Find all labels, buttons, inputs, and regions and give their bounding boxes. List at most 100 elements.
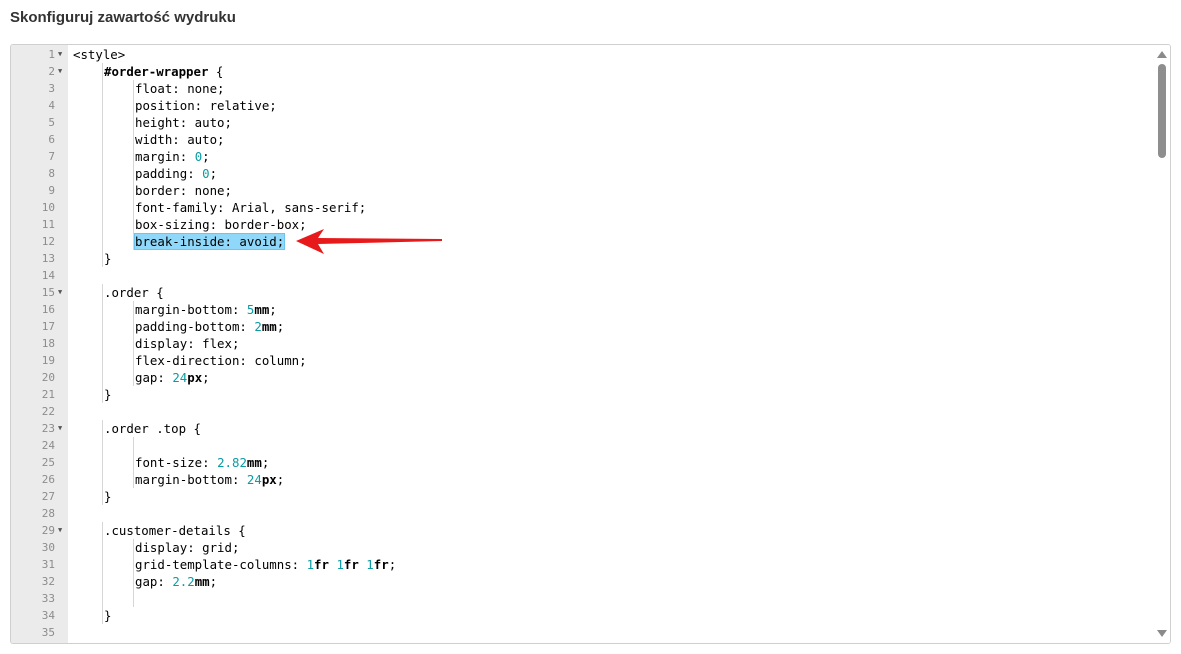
code-token: .customer-details { — [104, 523, 246, 538]
indent-guide — [133, 216, 134, 233]
code-line[interactable]: 26 margin-bottom: 24px; — [11, 471, 1151, 488]
line-number: 26 — [41, 473, 55, 486]
code-token: 24 — [172, 370, 188, 385]
code-text: margin-bottom: 24px; — [135, 471, 284, 488]
fold-toggle-icon[interactable]: ▼ — [58, 50, 63, 58]
code-text: padding-bottom: 2mm; — [135, 318, 284, 335]
indent-guide — [133, 165, 134, 182]
line-number: 12 — [41, 235, 55, 248]
indent-guide — [102, 284, 103, 301]
indent-guide — [102, 420, 103, 437]
code-line[interactable]: 24 — [11, 437, 1151, 454]
indent-guide — [102, 607, 103, 624]
code-line[interactable]: 27} — [11, 488, 1151, 505]
code-text: #order-wrapper { — [104, 63, 223, 80]
code-token: fr — [373, 557, 389, 572]
page-title: Skonfiguruj zawartość wydruku — [10, 9, 236, 26]
indent-guide — [133, 148, 134, 165]
code-token: display: grid; — [135, 540, 240, 555]
code-line[interactable]: 29▼ .customer-details { — [11, 522, 1151, 539]
code-text: } — [104, 607, 111, 624]
line-number: 3 — [48, 82, 55, 95]
code-text: flex-direction: column; — [135, 352, 307, 369]
code-token: 1 — [336, 557, 344, 572]
code-token: #order-wrapper — [104, 64, 209, 79]
vertical-scrollbar[interactable] — [1154, 45, 1170, 643]
line-number: 28 — [41, 507, 55, 520]
scrollbar-thumb[interactable] — [1158, 64, 1166, 158]
code-token: 2.82 — [217, 455, 247, 470]
code-token: font-family: Arial, sans-serif; — [135, 200, 367, 215]
code-line[interactable]: 22 — [11, 403, 1151, 420]
indent-guide — [102, 454, 103, 471]
fold-toggle-icon[interactable]: ▼ — [58, 67, 63, 75]
code-text: position: relative; — [135, 97, 277, 114]
red-annotation-arrow-icon — [296, 229, 442, 254]
code-text: gap: 2.2mm; — [135, 573, 217, 590]
fold-toggle-icon[interactable]: ▼ — [58, 288, 63, 296]
code-line[interactable]: 23▼.order .top { — [11, 420, 1151, 437]
line-number: 29 — [41, 524, 55, 537]
fold-toggle-icon[interactable]: ▼ — [58, 424, 63, 432]
indent-guide — [133, 437, 134, 454]
indent-guide — [102, 471, 103, 488]
code-token: font-size: — [135, 455, 218, 470]
code-text: } — [104, 488, 111, 505]
scroll-up-arrow-icon[interactable] — [1157, 51, 1167, 58]
code-line[interactable]: 1▼<style> — [11, 46, 1151, 63]
code-line[interactable]: 21} — [11, 386, 1151, 403]
code-line[interactable]: 35 — [11, 624, 1151, 641]
code-line[interactable]: 14 — [11, 267, 1151, 284]
line-number: 24 — [41, 439, 55, 452]
line-number: 11 — [41, 218, 55, 231]
code-text: height: auto; — [135, 114, 232, 131]
code-token: display: flex; — [135, 336, 240, 351]
indent-guide — [133, 301, 134, 318]
code-line[interactable]: 15▼.order { — [11, 284, 1151, 301]
indent-guide — [133, 131, 134, 148]
indent-guide — [102, 437, 103, 454]
line-number: 2 — [48, 65, 55, 78]
code-text: .order { — [104, 284, 164, 301]
code-line[interactable]: 13} — [11, 250, 1151, 267]
code-text: } — [104, 386, 111, 403]
code-token: 1 — [306, 557, 315, 572]
code-line[interactable]: 33 — [11, 590, 1151, 607]
code-text: display: flex; — [135, 335, 239, 352]
code-line[interactable]: 34} — [11, 607, 1151, 624]
line-number: 14 — [41, 269, 55, 282]
code-line[interactable]: 2▼ #order-wrapper { — [11, 63, 1151, 80]
code-token: .order { — [104, 285, 164, 300]
code-token: width: auto; — [135, 132, 225, 147]
scroll-down-arrow-icon[interactable] — [1157, 630, 1167, 637]
code-token: border: none; — [135, 183, 232, 198]
indent-guide — [133, 318, 134, 335]
indent-guide — [133, 352, 134, 369]
code-token: 24 — [246, 472, 262, 487]
code-line[interactable]: 28 — [11, 505, 1151, 522]
indent-guide — [102, 63, 103, 80]
indent-guide — [133, 454, 134, 471]
fold-toggle-icon[interactable]: ▼ — [58, 526, 63, 534]
